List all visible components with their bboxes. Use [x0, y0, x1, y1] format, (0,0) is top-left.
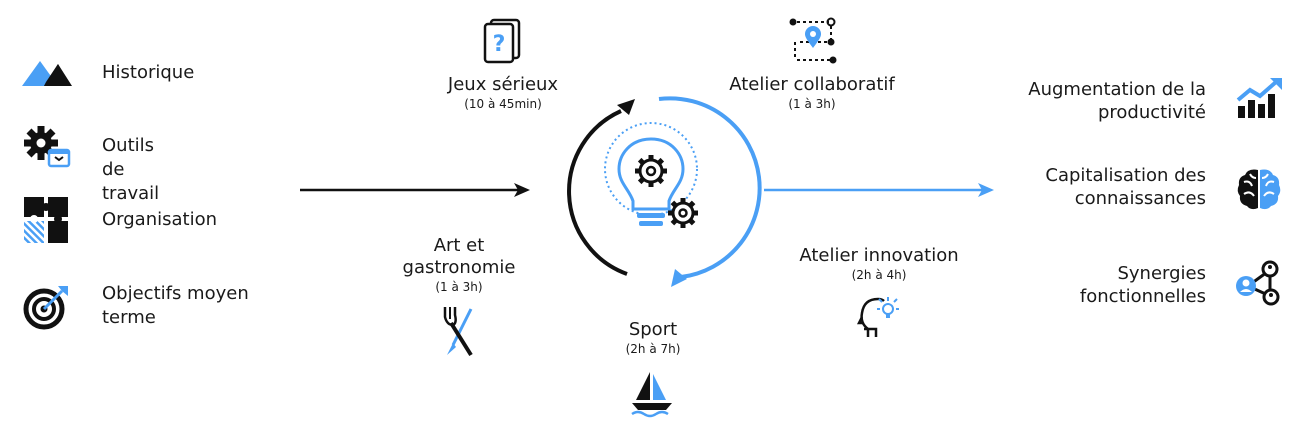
- output-label-synergies: Synergies fonctionnelles: [1079, 263, 1206, 307]
- growth-chart-icon: [1236, 78, 1282, 118]
- cycle-diagram: [567, 96, 762, 287]
- activity-art-title-line1: Art et: [433, 235, 485, 256]
- activity-art-title-line2: gastronomie: [402, 257, 516, 278]
- route-map-icon: [789, 17, 837, 64]
- output-label-connaissances: Capitalisation des connaissances: [1045, 165, 1206, 209]
- activity-sport-duration: (2h à 7h): [625, 342, 681, 356]
- activity-jeux-title: Jeux sérieux: [447, 74, 559, 95]
- mountains-icon: [22, 61, 72, 86]
- input-label-objectifs: Objectifs moyen terme: [102, 283, 249, 328]
- svg-text:?: ?: [493, 32, 506, 57]
- network-users-icon: [1236, 260, 1280, 306]
- output-label-productivite: Augmentation de la productivité: [1028, 79, 1206, 123]
- cycle-arc-blue: [658, 96, 762, 279]
- cycle-arc-black: [567, 109, 628, 276]
- question-cards-icon: ?: [483, 18, 521, 64]
- sailboat-icon: [631, 372, 672, 418]
- input-arrow: [300, 183, 530, 197]
- activity-collab-duration: (1 à 3h): [788, 97, 836, 111]
- head-idea-icon: [856, 297, 899, 337]
- input-label-organisation: Organisation: [102, 209, 218, 230]
- lightbulb-gears-icon: [604, 122, 698, 228]
- fork-brush-icon: [443, 307, 473, 357]
- output-arrow: [764, 183, 994, 197]
- activity-sport-title: Sport: [628, 319, 678, 340]
- cycle-arrowhead-blue: [671, 269, 687, 287]
- cycle-arrowhead-black: [617, 99, 635, 115]
- activity-collab-title: Atelier collaboratif: [729, 74, 895, 95]
- brain-icon: [1237, 169, 1281, 210]
- activity-innov-title: Atelier innovation: [799, 245, 959, 266]
- activity-art-duration: (1 à 3h): [435, 280, 483, 294]
- activity-jeux-duration: (10 à 45min): [464, 97, 542, 111]
- puzzle-icon: [24, 197, 68, 243]
- input-label-historique: Historique: [102, 62, 195, 83]
- target-icon: [23, 286, 68, 330]
- gear-window-icon: [24, 126, 71, 168]
- activity-innov-duration: (2h à 4h): [851, 268, 907, 282]
- input-label-outils: Outils de travail: [102, 135, 160, 204]
